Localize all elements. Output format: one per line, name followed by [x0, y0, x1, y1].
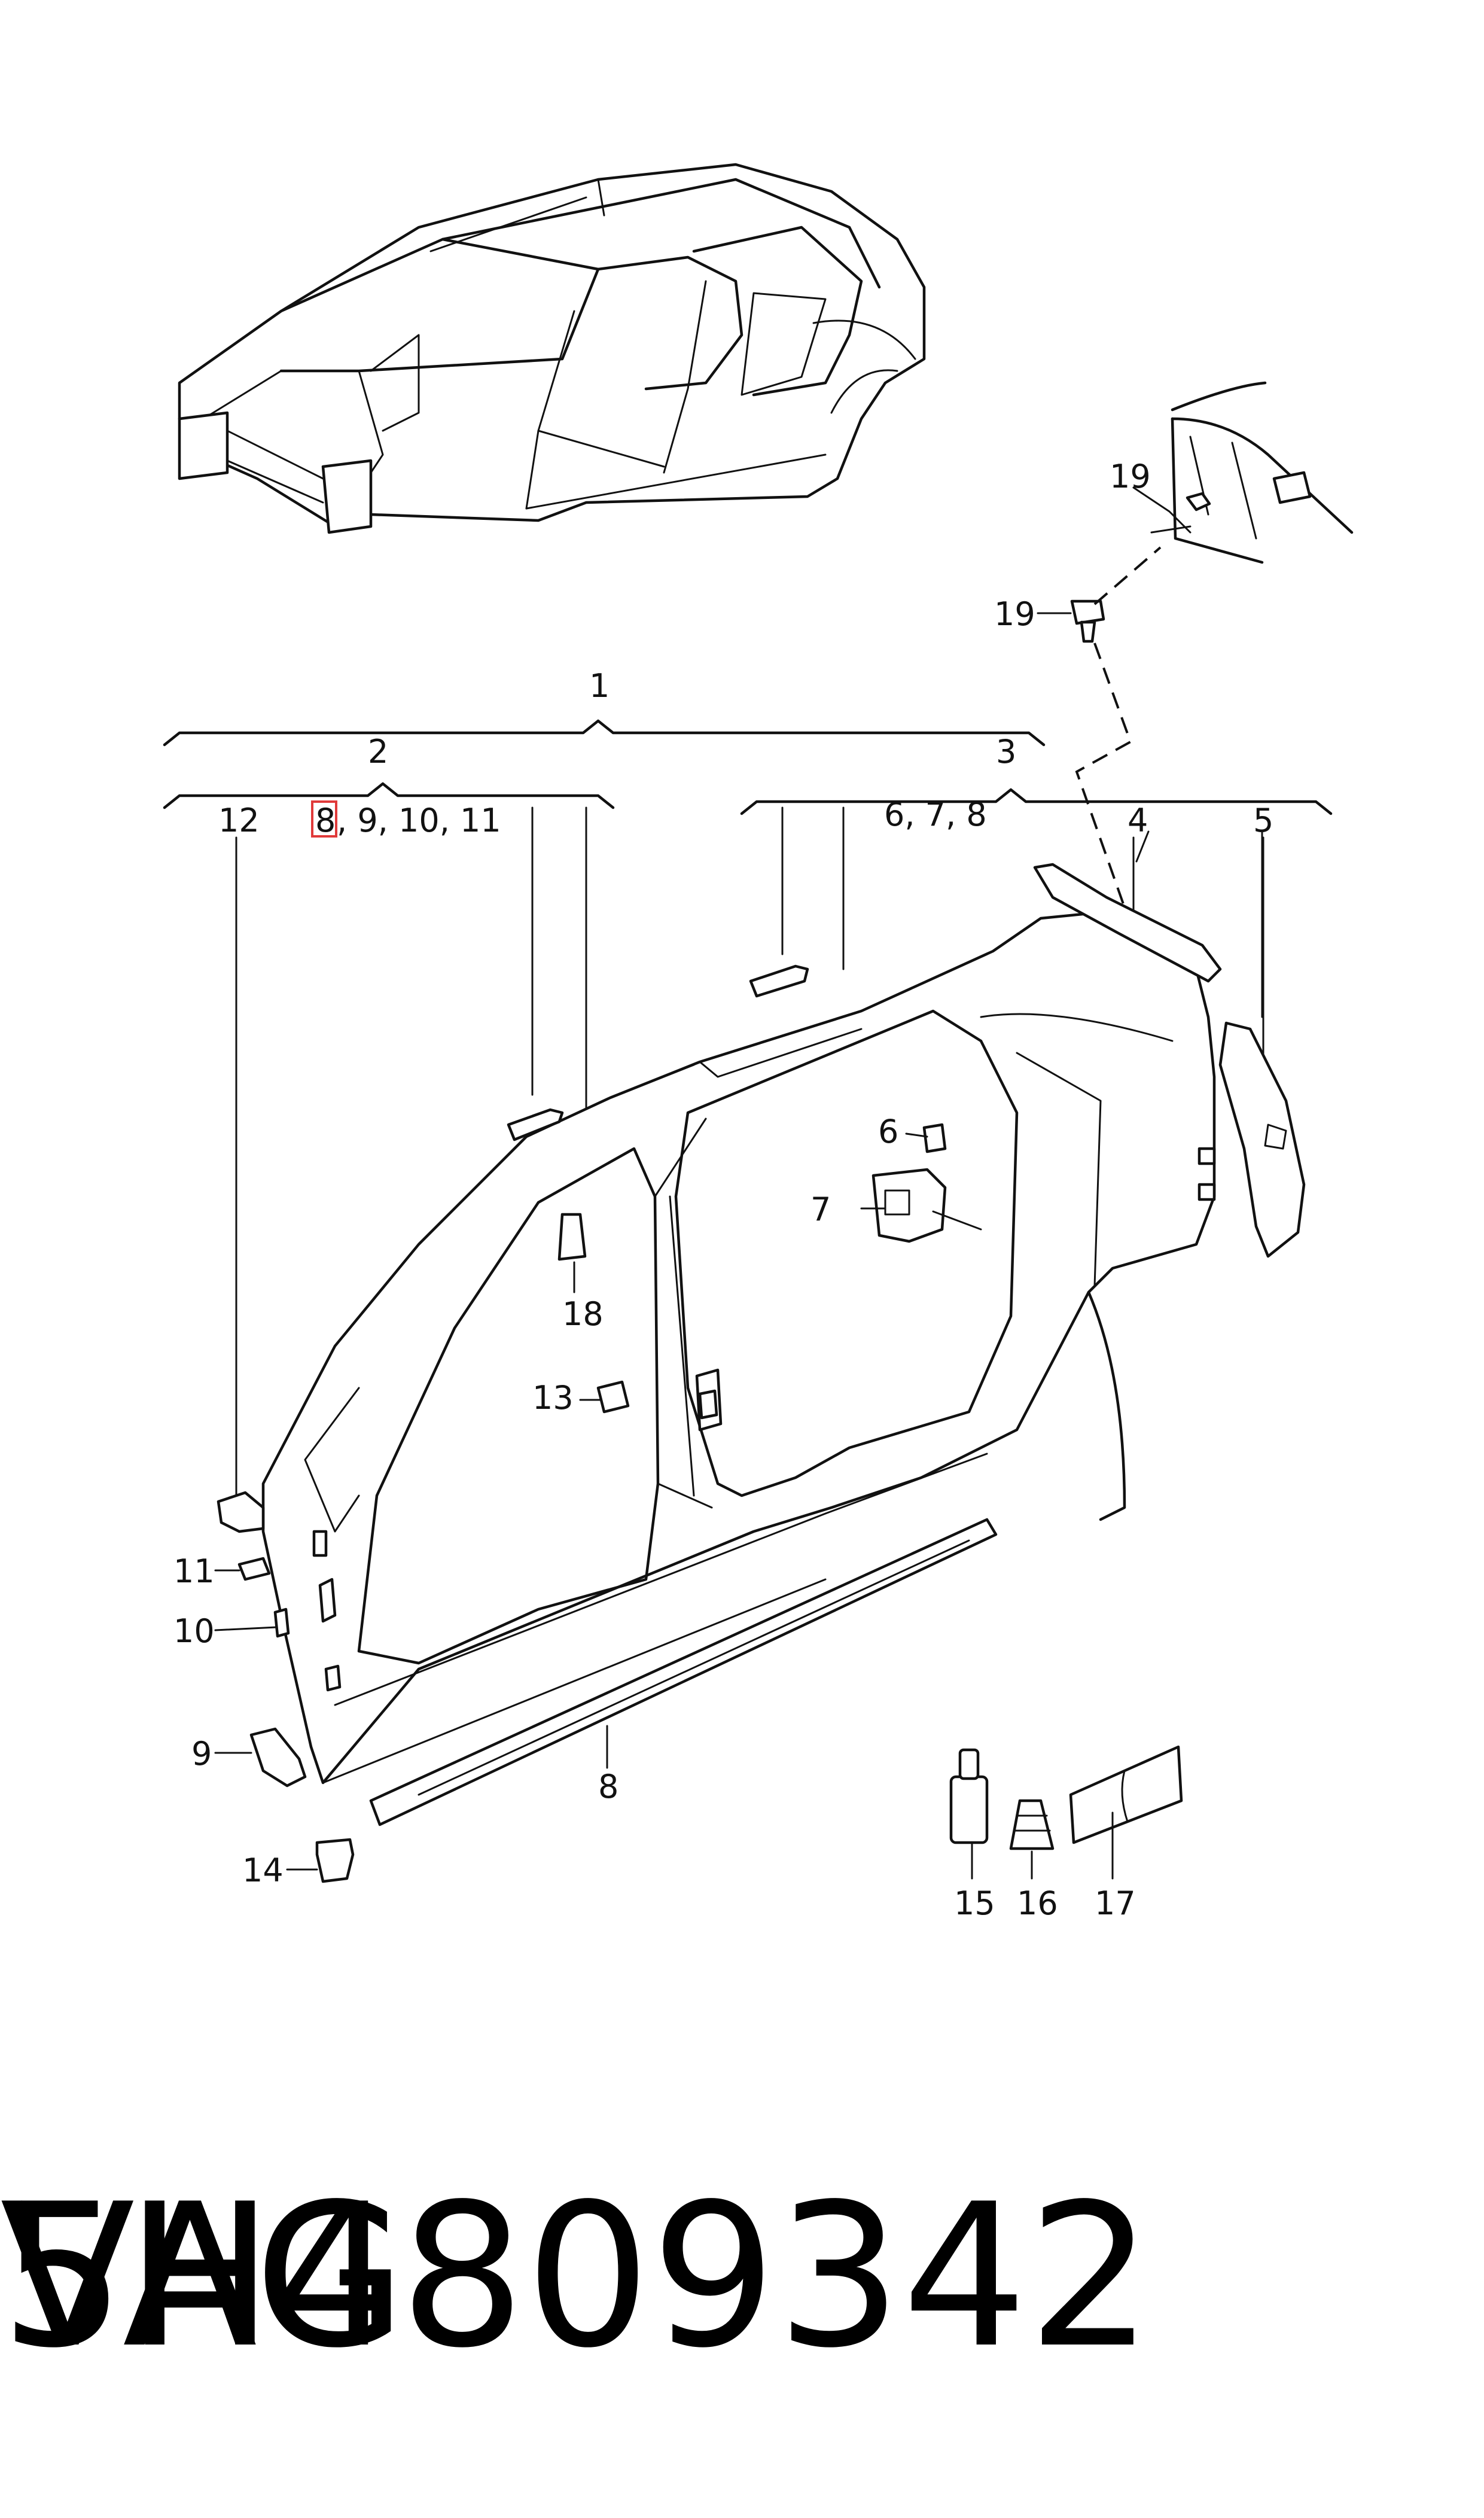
roof-bracket-left — [507, 1108, 564, 1141]
rear-detail-inset — [1171, 381, 1354, 564]
callout-19-top: 19 — [1110, 458, 1151, 495]
callout-18: 18 — [562, 1295, 604, 1333]
clip-10 — [273, 1607, 290, 1638]
bracket-12 — [217, 1491, 265, 1533]
callout-13: 13 — [532, 1379, 574, 1417]
callout-7: 7 — [810, 1191, 831, 1228]
highlight-box-8 — [311, 800, 337, 838]
callout-2: 2 — [368, 733, 388, 771]
callout-8: 8 — [598, 1768, 618, 1805]
leader-lines — [214, 486, 1263, 1880]
clip-11 — [237, 1557, 271, 1581]
side-panel-assembly — [261, 911, 1216, 1785]
clip-19-assembly — [1070, 546, 1162, 925]
roof-rail-strip-4 — [1033, 863, 1222, 983]
group-brackets — [163, 719, 1333, 1509]
bracket-13 — [596, 1380, 630, 1414]
callout-15: 15 — [954, 1884, 995, 1922]
callout-1: 1 — [589, 667, 610, 705]
rear-panel-5 — [1218, 1021, 1306, 1258]
nut-18 — [557, 1213, 587, 1261]
bracket-9 — [249, 1727, 307, 1788]
callout-16: 16 — [1017, 1884, 1058, 1922]
part-number: 5H4809342 — [0, 2161, 1153, 2391]
brand-name: VAG — [0, 2161, 407, 2391]
sealant-cartridge-15 — [949, 1748, 989, 1844]
grommet-14 — [315, 1838, 355, 1883]
expansion-nut-16 — [1009, 1799, 1055, 1850]
sealing-sheet-17 — [1069, 1745, 1183, 1844]
car-body-overview — [178, 163, 926, 534]
callout-17: 17 — [1095, 1884, 1136, 1922]
callout-3: 3 — [996, 733, 1016, 771]
callout-group3: 6, 7, 8 — [884, 796, 987, 833]
callout-labels: 1 2 3 4 5 12 8 , 9, 10, 11 6, 7, 8 19 19… — [173, 458, 1273, 1922]
callout-5: 5 — [1253, 802, 1273, 839]
callout-group2-rest: , 9, 10, 11 — [337, 802, 501, 839]
callout-12: 12 — [218, 802, 260, 839]
callout-10: 10 — [173, 1612, 215, 1650]
callout-4: 4 — [1128, 802, 1148, 839]
callout-14: 14 — [242, 1852, 284, 1889]
roof-bracket-right — [749, 964, 809, 998]
callout-11: 11 — [173, 1552, 215, 1590]
callout-group2-highlight: 8 — [315, 802, 336, 839]
callout-6: 6 — [878, 1113, 898, 1150]
bracket-6 — [922, 1123, 947, 1153]
callout-9: 9 — [191, 1735, 212, 1773]
callout-19-mid: 19 — [994, 595, 1035, 633]
